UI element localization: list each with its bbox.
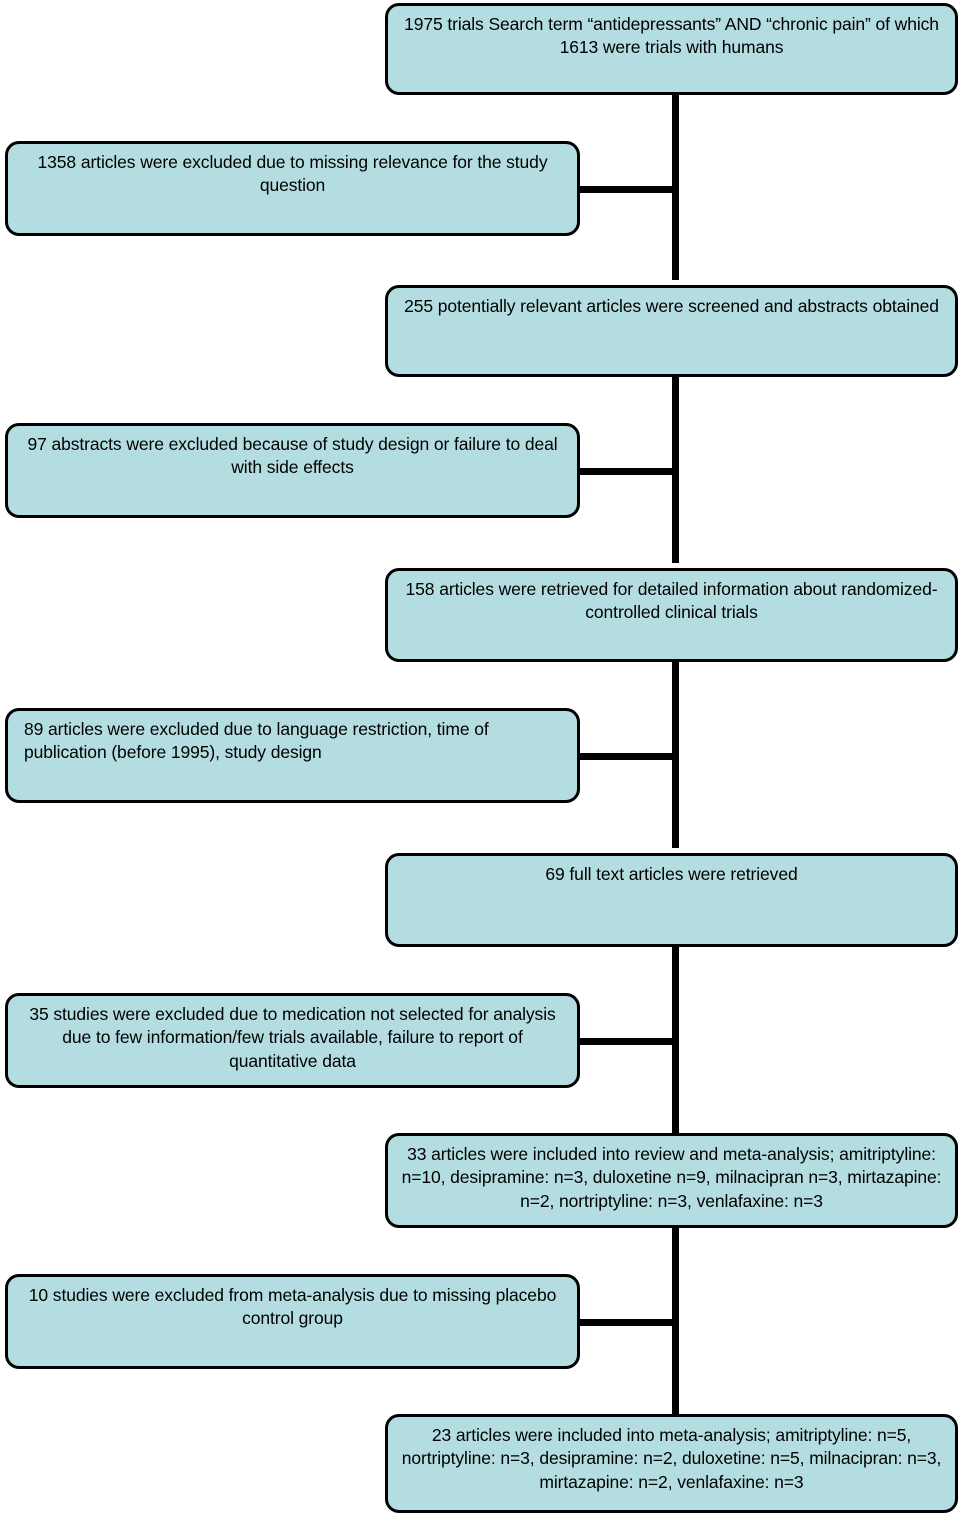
- node-excluded-design-text: 97 abstracts were excluded because of st…: [27, 434, 558, 478]
- node-excluded-design: 97 abstracts were excluded because of st…: [5, 423, 580, 518]
- node-included-review: 33 articles were included into review an…: [385, 1133, 958, 1228]
- node-excluded-placebo: 10 studies were excluded from meta-analy…: [5, 1274, 580, 1369]
- connector-branch-placebo: [575, 1319, 679, 1326]
- connector-branch-design: [575, 468, 679, 475]
- node-identified-text: 1975 trials Search term “antidepressants…: [404, 14, 939, 58]
- connector-branch-language: [575, 753, 679, 760]
- node-excluded-relevance-text: 1358 articles were excluded due to missi…: [37, 152, 548, 196]
- node-excluded-relevance: 1358 articles were excluded due to missi…: [5, 141, 580, 236]
- node-fulltext-text: 69 full text articles were retrieved: [545, 864, 798, 884]
- connector-branch-relevance: [575, 186, 679, 193]
- node-excluded-medication-text: 35 studies were excluded due to medicati…: [29, 1004, 556, 1071]
- node-excluded-placebo-text: 10 studies were excluded from meta-analy…: [28, 1285, 557, 1329]
- node-screened-text: 255 potentially relevant articles were s…: [404, 296, 939, 316]
- node-identified: 1975 trials Search term “antidepressants…: [385, 3, 958, 95]
- connector-branch-medication: [575, 1038, 679, 1045]
- node-included-meta-text: 23 articles were included into meta-anal…: [401, 1425, 942, 1492]
- node-retrieved-detail: 158 articles were retrieved for detailed…: [385, 568, 958, 662]
- node-excluded-medication: 35 studies were excluded due to medicati…: [5, 993, 580, 1088]
- node-included-review-text: 33 articles were included into review an…: [401, 1144, 942, 1211]
- node-included-meta: 23 articles were included into meta-anal…: [385, 1414, 958, 1513]
- node-fulltext: 69 full text articles were retrieved: [385, 853, 958, 947]
- node-excluded-language: 89 articles were excluded due to languag…: [5, 708, 580, 803]
- node-excluded-language-text: 89 articles were excluded due to languag…: [24, 719, 489, 763]
- node-screened: 255 potentially relevant articles were s…: [385, 285, 958, 377]
- node-retrieved-detail-text: 158 articles were retrieved for detailed…: [405, 579, 938, 623]
